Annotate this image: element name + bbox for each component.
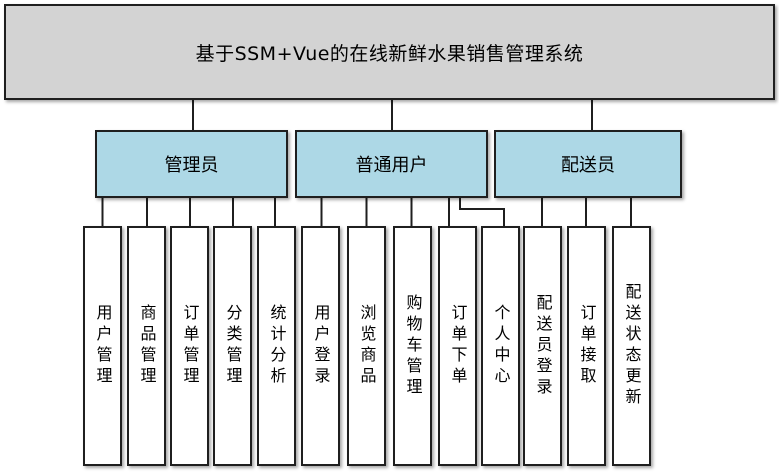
leaf-node-product-management: 商品管理 [127, 226, 166, 466]
leaf-node-category-management: 分类管理 [213, 226, 252, 466]
leaf-node-user-management: 用户管理 [83, 226, 122, 466]
leaf-node-order-management: 订单管理 [170, 226, 209, 466]
leaf-node-delivery-status-update: 配送状态更新 [612, 226, 651, 466]
role-label-admin: 管理员 [164, 155, 219, 176]
role-node-regular-user: 普通用户 [295, 130, 488, 198]
leaf-node-order-placement: 订单下单 [438, 226, 477, 466]
role-node-courier: 配送员 [494, 130, 682, 198]
leaf-node-user-login: 用户登录 [301, 226, 340, 466]
leaf-node-courier-login: 配送员登录 [523, 226, 562, 466]
connector-user-5-elbow [459, 197, 505, 227]
role-node-admin: 管理员 [95, 130, 288, 198]
leaf-node-browse-products: 浏览商品 [347, 226, 386, 466]
role-label-regular-user: 普通用户 [355, 155, 428, 176]
role-label-courier: 配送员 [561, 155, 615, 176]
leaf-node-personal-center: 个人中心 [481, 226, 520, 466]
leaf-node-order-taking: 订单接取 [567, 226, 606, 466]
system-title: 基于SSM+Vue的在线新鲜水果销售管理系统 [195, 42, 584, 65]
leaf-node-shopping-cart-management: 购物车管理 [393, 226, 432, 466]
leaf-node-statistics-analysis: 统计分析 [257, 226, 296, 466]
root-node: 基于SSM+Vue的在线新鲜水果销售管理系统 [4, 4, 775, 100]
